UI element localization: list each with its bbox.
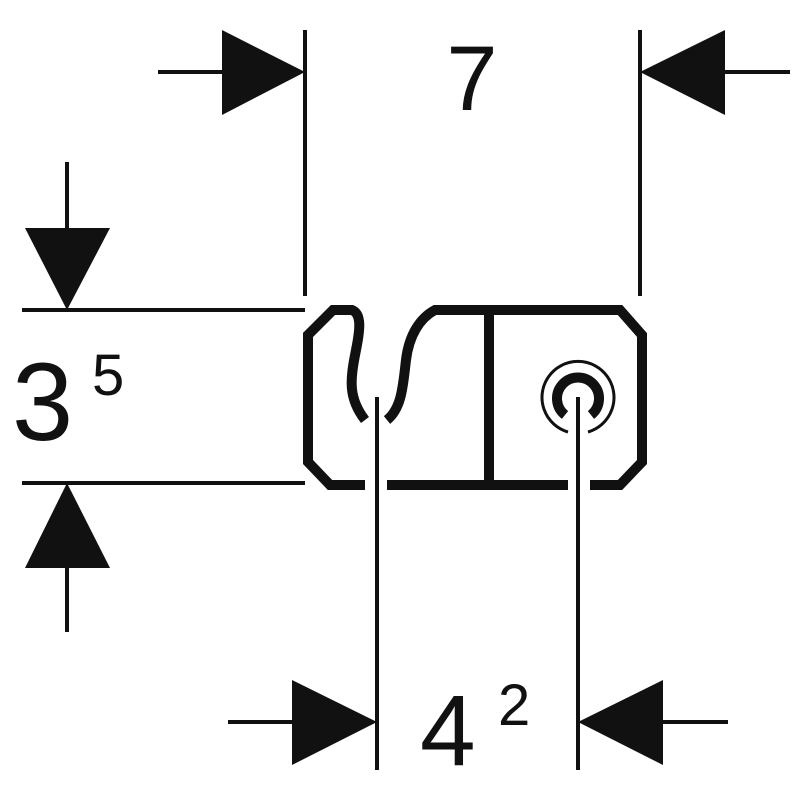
arrow-right-icon	[222, 30, 305, 115]
arrow-left-icon	[640, 30, 725, 115]
arrow-down-icon	[25, 228, 110, 310]
arrow-right-icon	[292, 680, 377, 765]
height-label: 3	[12, 341, 73, 464]
width-label: 7	[446, 28, 497, 130]
height-label-superscript: 5	[92, 343, 124, 408]
arrow-up-icon	[25, 483, 110, 568]
spacing-label-superscript: 2	[498, 673, 530, 738]
arrow-left-icon	[578, 680, 663, 765]
hole-inner-ring	[552, 372, 604, 419]
spacing-label: 4	[420, 675, 476, 787]
hole-outer-ring	[540, 359, 616, 434]
part-outline	[303, 305, 647, 490]
